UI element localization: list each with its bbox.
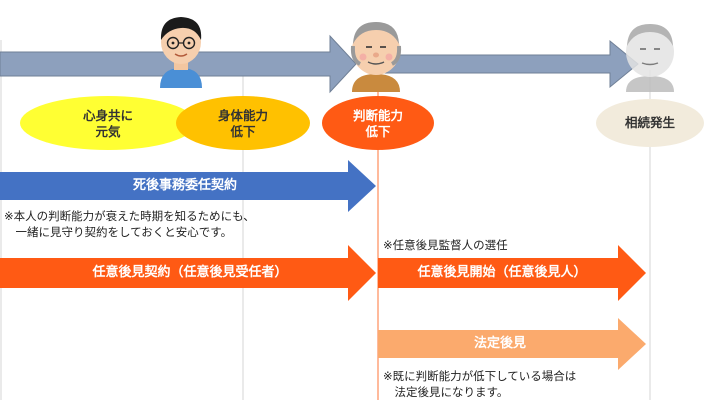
deceased-man-icon — [626, 24, 674, 92]
contract-label-nini-kaishi: 任意後見開始（任意後見人） — [417, 265, 587, 280]
arrow-nini-kaishi — [378, 245, 646, 301]
stage-oval-body — [176, 96, 310, 150]
stage-label-inheritance: 相続発生 — [624, 115, 675, 130]
young-man-icon — [160, 17, 202, 88]
contract-label-nini-keiyaku: 任意後見契約（任意後見受任者） — [92, 265, 288, 280]
note-hotei: ※既に判断能力が低下している場合は 法定後見になります。 — [383, 369, 577, 399]
contract-label-hotei: 法定後見 — [473, 336, 526, 351]
stage-oval-healthy — [20, 96, 196, 150]
stage-label-body: 身体能力 低下 — [217, 108, 268, 139]
stage-label-judgement: 判断能力 低下 — [352, 108, 403, 139]
arrow-hotei — [378, 318, 646, 370]
contract-label-shigo: 死後事務委任契約 — [132, 178, 237, 193]
stage-oval-inheritance — [596, 99, 704, 147]
arrow-shigo — [0, 160, 376, 212]
stage-label-healthy: 心身共に 元気 — [82, 108, 133, 139]
timeline-arrow-2 — [379, 39, 639, 89]
stage-oval-judgement — [322, 96, 434, 150]
note-mimamori: ※本人の判断能力が衰えた時期を知るためにも、 一緒に見守り契約をしておくと安心で… — [4, 209, 255, 239]
arrow-nini-keiyaku — [0, 245, 376, 301]
elderly-man-icon — [350, 22, 402, 92]
note-kantokunin: ※任意後見監督人の選任 — [383, 238, 508, 252]
